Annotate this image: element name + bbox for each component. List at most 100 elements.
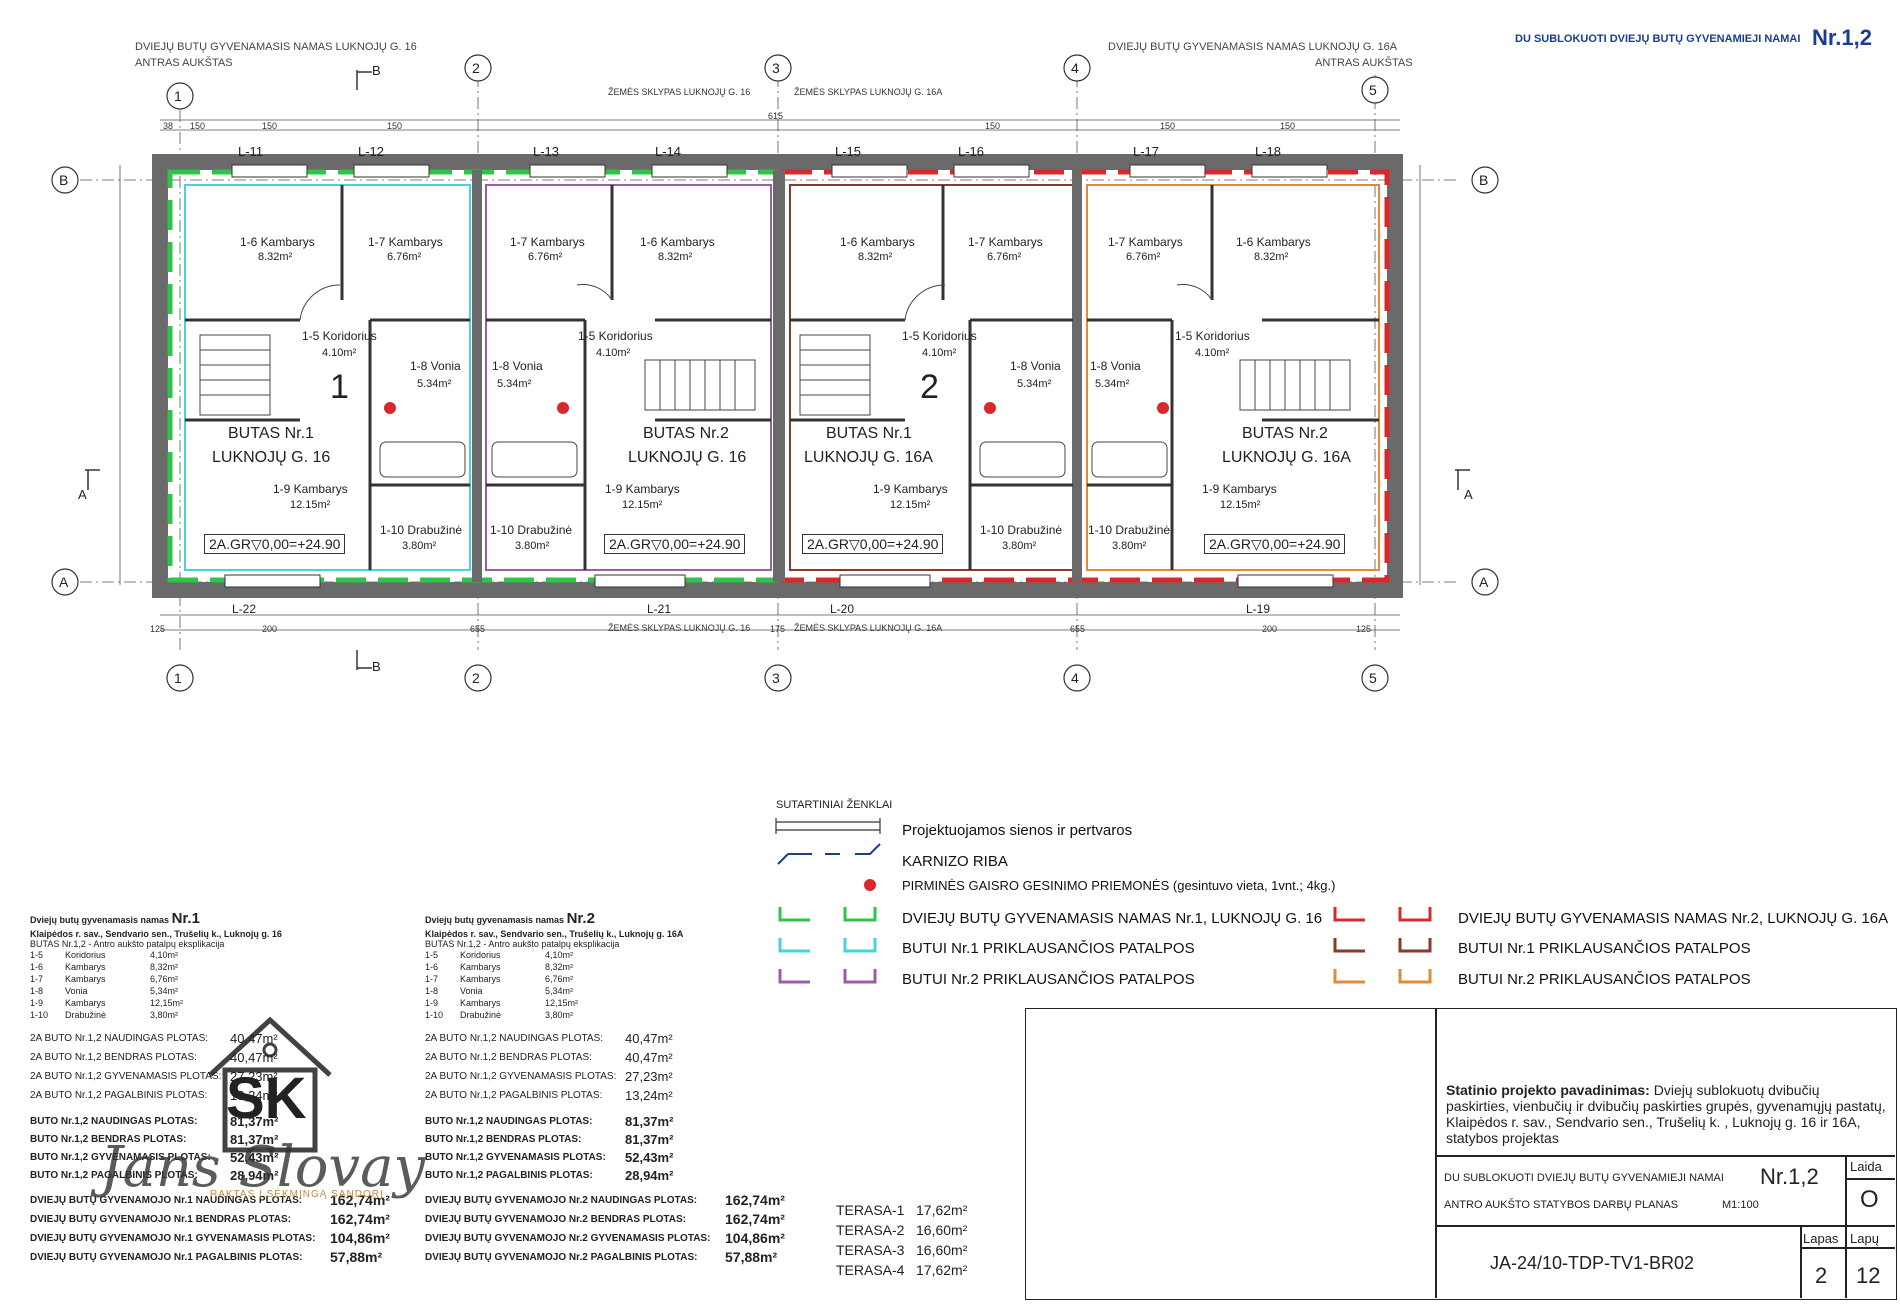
room-label: 1-6 Kambarys bbox=[240, 235, 315, 249]
window-label: L-21 bbox=[647, 602, 672, 616]
room-area: 6.76m² bbox=[987, 251, 1022, 263]
floor-plan-drawing bbox=[51, 54, 1499, 692]
right-building-title: DVIEJŲ BUTŲ GYVENAMASIS NAMAS LUKNOJŲ G.… bbox=[1108, 41, 1398, 53]
lapu-value: 12 bbox=[1856, 1263, 1881, 1288]
room-label: 1-8 Vonia bbox=[1010, 359, 1061, 373]
dim-bottom: 655 bbox=[1070, 624, 1086, 634]
corner-title: DU SUBLOKUOTI DVIEJŲ BUTŲ GYVENAMIEJI NA… bbox=[1515, 33, 1801, 45]
dim-top: 150 bbox=[985, 121, 1001, 131]
legend-fire: PIRMINĖS GAISRO GESINIMO PRIEMONĖS (gesi… bbox=[902, 878, 1336, 893]
sheet-nr: Nr.1,2 bbox=[1760, 1164, 1819, 1189]
plot-label-left: ŽEMĖS SKLYPAS LUKNOJŲ G. 16 bbox=[608, 87, 751, 97]
left-building-title: DVIEJŲ BUTŲ GYVENAMASIS NAMAS LUKNOJŲ G.… bbox=[135, 41, 417, 53]
room-area: 4.10m² bbox=[322, 347, 357, 359]
legend-house2: DVIEJŲ BUTŲ GYVENAMASIS NAMAS Nr.2, LUKN… bbox=[1458, 910, 1889, 927]
section-cut-bottom: B bbox=[372, 659, 381, 674]
window-label: L-11 bbox=[238, 144, 264, 159]
room-label: 1-6 Kambarys bbox=[840, 235, 915, 249]
grid-col-1-bottom: 1 bbox=[174, 670, 182, 686]
watermark-logo-house bbox=[208, 1016, 332, 1153]
legend-walls: Projektuojamos sienos ir pertvaros bbox=[902, 822, 1133, 839]
room-label: 1-5 Koridorius bbox=[1175, 329, 1250, 343]
dim-top: 150 bbox=[1160, 121, 1176, 131]
room-label: 1-10 Drabužinė bbox=[1088, 523, 1171, 537]
room-area: 8.32m² bbox=[658, 251, 693, 263]
room-area: 4.10m² bbox=[596, 347, 631, 359]
watermark-logo-text: SK bbox=[226, 1066, 307, 1131]
room-label: 1-8 Vonia bbox=[1090, 359, 1141, 373]
room-area: 5.34m² bbox=[1095, 378, 1130, 390]
unit-address: LUKNOJŲ G. 16 bbox=[212, 449, 331, 466]
room-area: 8.32m² bbox=[1254, 251, 1289, 263]
sheet-subtitle: ANTRO AUKŠTO STATYBOS DARBŲ PLANAS bbox=[1444, 1199, 1679, 1211]
sheet-title: DU SUBLOKUOTI DVIEJŲ BUTŲ GYVENAMIEJI NA… bbox=[1444, 1172, 1724, 1184]
explication-house-2: Dviejų butų gyvenamasis namas Nr.2 Klaip… bbox=[425, 910, 785, 1265]
sheet-scale: M1:100 bbox=[1722, 1199, 1759, 1211]
room-label: 1-7 Kambarys bbox=[1108, 235, 1183, 249]
room-label: 1-10 Drabužinė bbox=[980, 523, 1063, 537]
dim-bottom: 125 bbox=[1356, 624, 1372, 634]
room-label: 1-6 Kambarys bbox=[1236, 235, 1311, 249]
dim-top: 150 bbox=[1280, 121, 1296, 131]
window-label: L-18 bbox=[1255, 144, 1282, 159]
title-block bbox=[1025, 1008, 1897, 1300]
lapu-label: Lapų bbox=[1850, 1231, 1879, 1246]
grid-col-3-bottom: 3 bbox=[772, 670, 780, 686]
grid-col-4-top: 4 bbox=[1071, 60, 1079, 76]
room-label: 1-7 Kambarys bbox=[968, 235, 1043, 249]
corner-nr: Nr.1,2 bbox=[1812, 25, 1872, 50]
room-area: 3.80m² bbox=[1002, 540, 1037, 552]
room-area: 12.15m² bbox=[622, 499, 663, 511]
right-floor-title: ANTRAS AUKŠTAS bbox=[1315, 57, 1413, 69]
room-area: 8.32m² bbox=[858, 251, 893, 263]
watermark-script: Jans Slovay bbox=[100, 1135, 426, 1200]
unit-address: LUKNOJŲ G. 16A bbox=[1222, 449, 1351, 466]
room-label: 1-10 Drabužinė bbox=[380, 523, 463, 537]
room-area: 6.76m² bbox=[528, 251, 563, 263]
section-cut-right: A bbox=[1464, 487, 1473, 502]
grid-col-5-top: 5 bbox=[1369, 82, 1377, 98]
laida-value: O bbox=[1860, 1186, 1879, 1213]
grid-col-2-top: 2 bbox=[472, 60, 480, 76]
unit-title: BUTAS Nr.2 bbox=[643, 425, 729, 442]
room-area: 5.34m² bbox=[497, 378, 532, 390]
dim-bottom: 125 bbox=[150, 624, 166, 634]
legend-flat1-house1: BUTUI Nr.1 PRIKLAUSANČIOS PATALPOS bbox=[902, 940, 1195, 957]
plot-label-left-bottom: ŽEMĖS SKLYPAS LUKNOJŲ G. 16 bbox=[608, 623, 751, 633]
lapas-value: 2 bbox=[1815, 1263, 1828, 1288]
watermark-tagline: RAKTAS Į SĖKMINGĄ SANDORĮ bbox=[210, 1189, 384, 1200]
grid-row-a-right: A bbox=[1479, 574, 1489, 590]
room-label: 1-8 Vonia bbox=[492, 359, 543, 373]
window-label: L-13 bbox=[533, 144, 560, 159]
legend-title: SUTARTINIAI ŽENKLAI bbox=[776, 799, 893, 811]
room-area: 12.15m² bbox=[1220, 499, 1261, 511]
grid-col-5-bottom: 5 bbox=[1369, 670, 1377, 686]
room-area: 3.80m² bbox=[1112, 540, 1147, 552]
grid-row-a-left: A bbox=[59, 574, 69, 590]
window-label: L-20 bbox=[830, 602, 855, 616]
room-label: 1-5 Koridorius bbox=[302, 329, 377, 343]
grid-col-1-top: 1 bbox=[174, 88, 182, 104]
room-area: 6.76m² bbox=[1126, 251, 1161, 263]
dim-bottom: 200 bbox=[1262, 624, 1278, 634]
dim-bottom: 655 bbox=[470, 624, 486, 634]
room-area: 3.80m² bbox=[515, 540, 550, 552]
dim-top: 38 bbox=[163, 121, 174, 131]
dim-top: 150 bbox=[190, 121, 206, 131]
level-mark: 2A.GR▽0,00=+24.90 bbox=[802, 534, 944, 554]
room-label: 1-8 Vonia bbox=[410, 359, 461, 373]
window-label: L-14 bbox=[655, 144, 682, 159]
dim-top: 615 bbox=[768, 111, 784, 121]
room-area: 5.34m² bbox=[1017, 378, 1052, 390]
room-area: 6.76m² bbox=[387, 251, 422, 263]
laida-label: Laida bbox=[1850, 1159, 1882, 1174]
grid-col-3-top: 3 bbox=[772, 60, 780, 76]
left-floor-title: ANTRAS AUKŠTAS bbox=[135, 57, 233, 69]
room-area: 3.80m² bbox=[402, 540, 437, 552]
window-label: L-15 bbox=[835, 144, 862, 159]
room-area: 4.10m² bbox=[922, 347, 957, 359]
room-area: 8.32m² bbox=[258, 251, 293, 263]
room-area: 5.34m² bbox=[417, 378, 452, 390]
dim-bottom: 200 bbox=[262, 624, 278, 634]
window-label: L-16 bbox=[958, 144, 985, 159]
